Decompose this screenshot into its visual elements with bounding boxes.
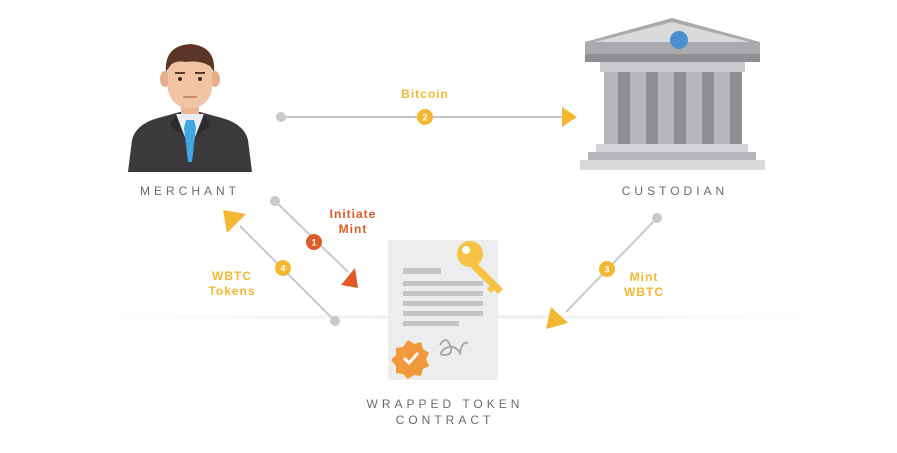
contract-label-line2: CONTRACT <box>395 413 495 427</box>
flow-initiate-mint: 1 <box>270 196 358 288</box>
bitcoin-label-text: Bitcoin <box>401 87 449 101</box>
key-icon <box>457 241 503 294</box>
bitcoin-label: Bitcoin <box>390 87 460 102</box>
flow-mint-wbtc: 3 <box>546 213 662 329</box>
merchant-icon <box>128 44 252 172</box>
wbtc-tokens-label: WBTC Tokens <box>196 269 268 299</box>
initiate-mint-label: Initiate Mint <box>318 207 388 237</box>
mint-wbtc-label: Mint WBTC <box>614 270 674 300</box>
step-number: 1 <box>311 238 316 248</box>
step-number: 4 <box>280 264 285 274</box>
flow-bitcoin: 2 <box>276 107 577 127</box>
wbtc-tokens-line1: WBTC <box>212 269 252 283</box>
step-number: 2 <box>422 113 427 123</box>
contract-label: WRAPPED TOKEN CONTRACT <box>330 396 560 428</box>
wbtc-tokens-line2: Tokens <box>208 284 256 298</box>
custodian-bank-icon <box>580 18 765 170</box>
mint-wbtc-line1: Mint <box>629 270 659 284</box>
mint-wbtc-line2: WBTC <box>624 285 664 299</box>
initiate-mint-line2: Mint <box>338 222 368 236</box>
custodian-label: CUSTODIAN <box>621 184 729 198</box>
step-number: 3 <box>604 265 609 275</box>
flow-wbtc-tokens: 4 <box>223 210 340 326</box>
badge-icon <box>391 340 429 379</box>
merchant-label: MERCHANT <box>140 184 240 198</box>
initiate-mint-line1: Initiate <box>329 207 377 221</box>
contract-label-line1: WRAPPED TOKEN <box>366 397 524 411</box>
contract-document-icon <box>388 240 498 380</box>
